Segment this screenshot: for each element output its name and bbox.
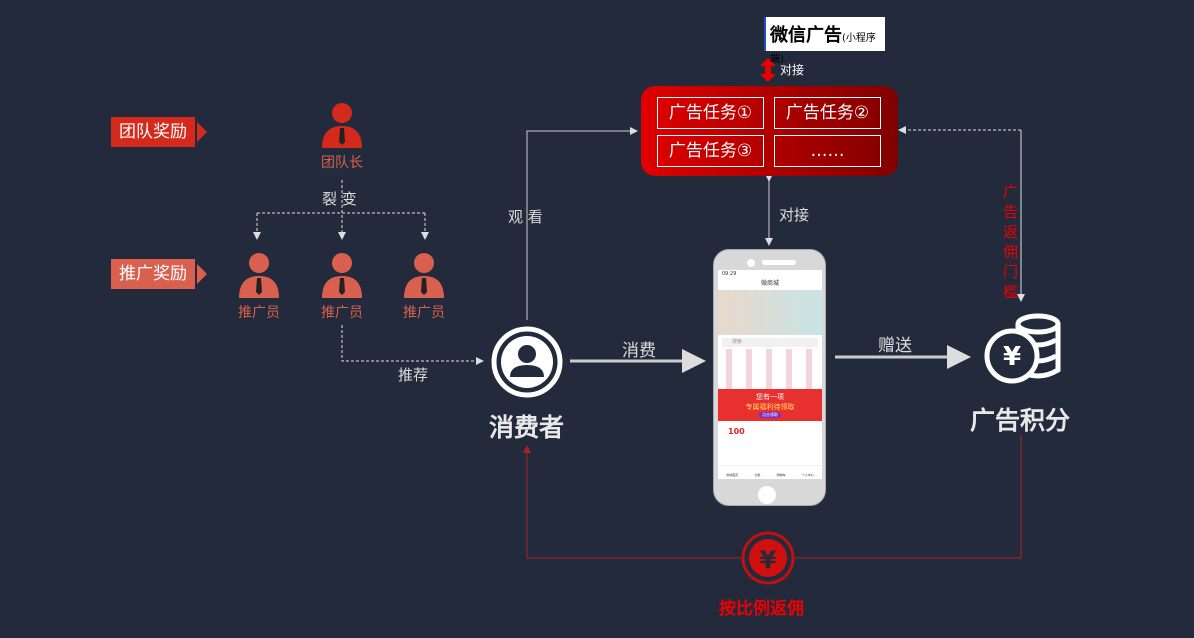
promoter-icon — [322, 253, 362, 298]
ad-task-more[interactable]: …… — [774, 135, 881, 167]
promoter-icon — [239, 253, 279, 298]
phone-search[interactable]: 搜索 — [722, 338, 818, 347]
promo-button: 点击领取 — [759, 412, 781, 418]
ad-task-1[interactable]: 广告任务① — [657, 97, 764, 129]
phone-categories — [718, 349, 822, 389]
tab-cart[interactable]: 购物车 — [776, 473, 786, 477]
recommend-label: 推荐 — [398, 366, 429, 384]
tab-category[interactable]: 分类 — [754, 473, 761, 477]
phone-promo-banner[interactable]: 您有一项 专属福利待领取 点击领取 — [718, 389, 822, 421]
threshold-line: 返佣 — [1003, 223, 1025, 261]
phone-banner-image — [718, 290, 822, 335]
promo-line1: 您有一项 — [756, 393, 784, 401]
threshold-label: 广告 返佣 门槛 — [1003, 182, 1043, 302]
phone-tabbar: 商城首页 分类 购物车 个人中心 — [718, 465, 822, 479]
ad-task-2[interactable]: 广告任务② — [774, 97, 881, 129]
consume-label: 消费 — [622, 341, 656, 361]
connect-mid-label: 对接 — [779, 206, 810, 224]
tab-home[interactable]: 商城首页 — [726, 473, 739, 477]
ad-task-3[interactable]: 广告任务③ — [657, 135, 764, 167]
ad-task-panel: 广告任务① 广告任务② 广告任务③ …… — [641, 86, 898, 176]
promoter-label: 推广员 — [321, 305, 363, 321]
phone-coupon: 100 — [728, 427, 745, 436]
rebate-label: 按比例返佣 — [719, 599, 804, 619]
wechat-ad-sub: (小程序端) — [770, 33, 876, 65]
tab-profile[interactable]: 个人中心 — [801, 473, 814, 477]
phone-home-button — [758, 486, 776, 504]
threshold-line: 广告 — [1003, 183, 1025, 221]
team-reward-tag: 团队奖励 — [111, 117, 207, 147]
phone-mockup: 09:29 微商城 搜索 您有一项 专属福利待领取 点击领取 100 商城首页 分… — [713, 249, 826, 506]
promoter-icon — [404, 253, 444, 298]
consumer-label: 消费者 — [489, 413, 565, 442]
promo-line2: 专属福利待领取 — [745, 403, 795, 411]
wechat-ad-title: 微信广告 — [770, 25, 842, 46]
gift-label: 赠送 — [878, 336, 912, 356]
coins-icon: ¥ — [984, 313, 1061, 384]
promo-reward-tag: 推广奖励 — [111, 259, 207, 289]
ad-points-label: 广告积分 — [970, 406, 1071, 435]
connect-top-label: 对接 — [780, 63, 805, 77]
team-leader-label: 团队长 — [321, 155, 363, 171]
promoter-label: 推广员 — [403, 305, 445, 321]
fission-label: 裂 变 — [322, 190, 357, 208]
phone-screen: 09:29 微商城 搜索 您有一项 专属福利待领取 点击领取 100 商城首页 分… — [718, 270, 822, 479]
watch-label: 观 看 — [508, 208, 543, 226]
svg-text:¥: ¥ — [760, 546, 777, 574]
consumer-icon — [491, 326, 563, 398]
phone-title: 微商城 — [760, 280, 779, 287]
team-leader-icon — [322, 103, 362, 148]
threshold-line: 门槛 — [1003, 263, 1025, 301]
promoter-label: 推广员 — [238, 305, 280, 321]
phone-time: 09:29 — [722, 271, 737, 277]
yen-coin-icon: ¥ — [741, 531, 795, 585]
wechat-ad-box: 微信广告(小程序端) — [764, 17, 885, 65]
svg-text:¥: ¥ — [1003, 342, 1021, 372]
